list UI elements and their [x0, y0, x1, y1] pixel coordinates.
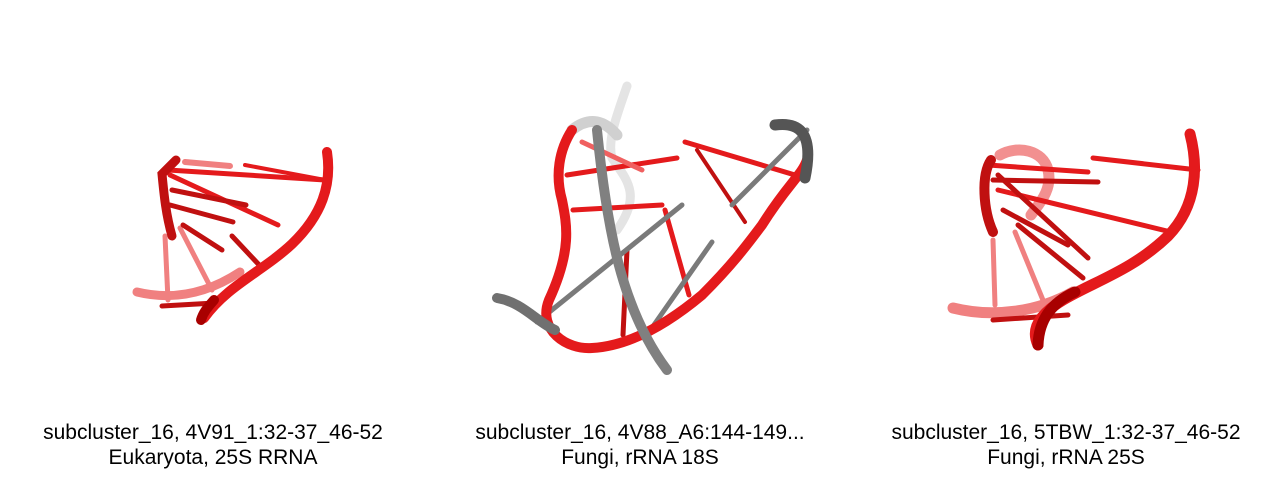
base-pair-rung — [167, 202, 236, 225]
backbone-strand-end — [196, 295, 219, 325]
panel-title: subcluster_16, 5TBW_1:32-37_46-52 — [891, 421, 1241, 444]
base-pair-rung — [1000, 207, 1071, 248]
base-pair-rung — [229, 233, 265, 271]
base-pair-rung — [570, 202, 665, 213]
base-pair-rung — [534, 202, 685, 325]
rna-structure-image-3 — [947, 128, 1201, 351]
base-pair-rung — [169, 187, 249, 208]
base-pair-rung — [985, 162, 1091, 175]
backbone-strand-main — [541, 125, 812, 354]
structure-panel-3: subcluster_16, 5TBW_1:32-37_46-52 Fungi,… — [853, 0, 1279, 480]
base-pair-rung — [162, 233, 171, 303]
backbone-strand-left — [157, 155, 181, 241]
backbone-strand-gray — [592, 125, 672, 375]
backbone-strand-faded — [132, 267, 245, 301]
backbone-strand-end — [1032, 286, 1081, 351]
structure-panel-1: subcluster_16, 4V91_1:32-37_46-52 Eukary… — [0, 0, 426, 480]
base-pair-rung — [995, 187, 1174, 235]
base-pair-rung — [990, 312, 1071, 323]
panel-subtitle: Fungi, rRNA 18S — [561, 446, 719, 469]
base-pair-rung — [165, 167, 328, 183]
panel-title: subcluster_16, 4V91_1:32-37_46-52 — [43, 421, 383, 444]
base-pair-rung — [180, 222, 225, 253]
panel-title: subcluster_16, 4V88_A6:144-149... — [475, 421, 805, 444]
backbone-strand-gray — [769, 118, 814, 184]
base-pair-rung — [1090, 155, 1201, 173]
base-pair-rung — [695, 148, 747, 224]
rna-structure-image-1 — [132, 147, 334, 325]
base-pair-rung — [1015, 222, 1086, 281]
base-pair-rung — [729, 127, 810, 208]
base-pair-rung — [182, 159, 233, 169]
rna-structure-image-2 — [492, 81, 814, 375]
base-pair-rung — [177, 225, 215, 293]
backbone-strand-gray — [492, 293, 560, 335]
panel-subtitle: Eukaryota, 25S RRNA — [108, 446, 318, 469]
structure-panel-2: subcluster_16, 4V88_A6:144-149... Fungi,… — [427, 0, 853, 480]
base-pair-rung — [990, 237, 998, 308]
base-pair-rung — [995, 172, 1091, 261]
backbone-strand-main — [199, 147, 334, 323]
base-pair-rung — [646, 239, 715, 335]
base-pair-rung — [243, 163, 327, 182]
base-pair-rung — [990, 177, 1101, 185]
backbone-strand-left — [979, 155, 998, 237]
base-pair-rung — [682, 139, 808, 181]
base-pair-rung — [564, 155, 680, 178]
panel-subtitle: Fungi, rRNA 25S — [987, 446, 1145, 469]
base-pair-rung — [1012, 229, 1048, 308]
base-pair-rung — [579, 139, 645, 173]
